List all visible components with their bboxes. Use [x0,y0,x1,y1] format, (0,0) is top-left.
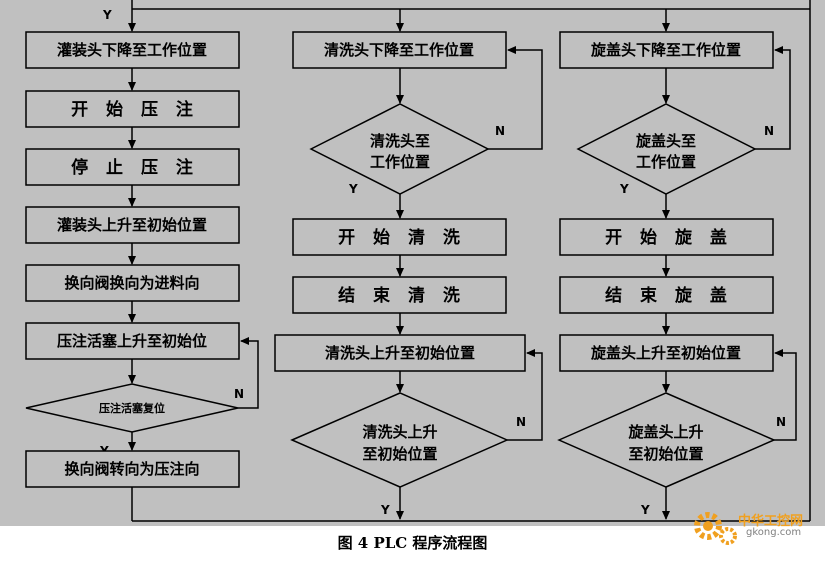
process-box [292,218,507,256]
middle-column: 清洗头下降至工作位置 清洗头至 工作位置 N Y 开 始 清 洗 结 束 清 洗… [274,31,543,520]
decision-label-line1: 旋盖头上升 [627,423,703,441]
process-label: 压注活塞上升至初始位 [57,332,207,350]
yes-label: Y [102,8,112,22]
decision-label-line1: 清洗头至 [370,132,430,150]
no-label: N [516,415,526,429]
process-label: 开 始 清 洗 [338,227,466,248]
no-label: N [495,124,505,138]
no-label: N [234,387,244,401]
decision-label-line1: 旋盖头至 [635,132,696,150]
process-label: 结 束 旋 盖 [605,285,733,306]
left-column: 灌装头下降至工作位置 开 始 压 注 停 止 压 注 灌装头上升至初始位置 换向… [25,31,259,521]
process-box [25,90,240,128]
decision-label-line2: 工作位置 [636,153,696,171]
process-label: 旋盖头下降至工作位置 [590,41,741,59]
no-label: N [776,415,786,429]
yes-label: Y [348,182,358,196]
yes-label: Y [619,182,629,196]
decision-label: 压注活塞复位 [99,401,165,415]
watermark-name: 中华工控网 [738,514,804,529]
decision-label-line1: 清洗头上升 [362,423,437,441]
decision-label-line2: 至初始位置 [362,445,437,463]
process-label: 开 始 旋 盖 [605,227,733,248]
no-loop-connector [755,46,791,150]
process-box [25,264,240,302]
process-label: 灌装头上升至初始位置 [57,216,207,234]
process-box [25,31,240,69]
process-label: 清洗头下降至工作位置 [324,41,474,59]
process-label: 灌装头下降至工作位置 [57,41,207,59]
process-label: 换向阀转向为压注向 [64,460,199,478]
watermark-logo: 中华工控网 gkong.com [690,500,820,548]
process-box [25,450,240,488]
process-box [559,218,774,256]
no-loop-connector [507,349,543,441]
process-label: 结 束 清 洗 [338,285,466,306]
no-label: N [764,124,774,138]
decision-label-line2: 工作位置 [370,153,430,171]
process-label: 开 始 压 注 [71,99,199,120]
yes-label: Y [640,503,650,517]
no-loop-connector [238,337,259,409]
flowchart: Y 灌装头下降至工作位置 开 始 压 注 停 止 压 注 灌装头上升至初始位置 … [25,0,811,522]
yes-label: Y [380,503,390,517]
gear-icon [694,512,737,545]
process-label: 停 止 压 注 [71,157,199,178]
no-loop-connector [488,46,543,150]
figure-caption: 图 4 PLC 程序流程图 [337,534,488,552]
process-box [274,334,526,372]
no-loop-connector [774,349,797,441]
process-box [559,334,774,372]
watermark-site: gkong.com [746,527,802,538]
process-box [559,31,774,69]
process-label: 旋盖头上升至初始位置 [590,344,741,362]
process-label: 清洗头上升至初始位置 [325,344,475,362]
decision-label-line2: 至初始位置 [628,445,703,463]
right-column: 旋盖头下降至工作位置 旋盖头至 工作位置 N Y 开 始 旋 盖 结 束 旋 盖… [557,31,797,520]
process-label: 换向阀换向为进料向 [64,274,199,292]
process-box [292,31,507,69]
